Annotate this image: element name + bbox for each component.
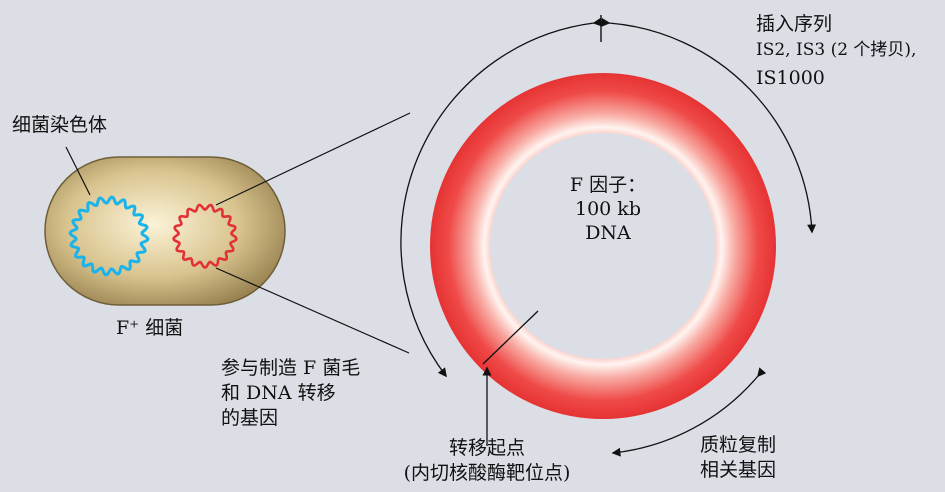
factor-label-2: 100 kb [575,198,641,220]
insertion-arc-left [400,17,603,378]
chromosome-pointer [65,146,91,196]
zoom-line-top [215,112,411,206]
insertion-label-2: IS2, IS3 (2 个拷贝), [756,40,917,60]
bacterial-cell [44,156,286,306]
pili-label-2: 和 DNA 转移 [221,382,336,404]
factor-label-1: F 因子： [569,174,647,196]
chromosome-label: 细菌染色体 [12,114,108,136]
replication-arc [611,367,767,457]
insertion-label-3: IS1000 [756,67,825,89]
replication-label-2: 相关基因 [700,459,777,481]
zoom-line-bottom [215,267,410,354]
pili-label-1: 参与制造 F 菌毛 [221,357,361,379]
insertion-arc-right [601,17,817,234]
cell-label: F⁺ 细菌 [116,317,184,339]
origin-label-2: (内切核酸酶靶位点) [403,462,571,484]
origin-label-1: 转移起点 [448,437,525,459]
pili-label-3: 的基因 [221,407,279,429]
bacterial-chromosome [68,195,150,277]
f-factor-ring [430,73,776,419]
insertion-label-1: 插入序列 [756,13,833,35]
f-plasmid [172,203,238,269]
factor-label-3: DNA [585,222,631,244]
replication-label-1: 质粒复制 [700,434,777,456]
